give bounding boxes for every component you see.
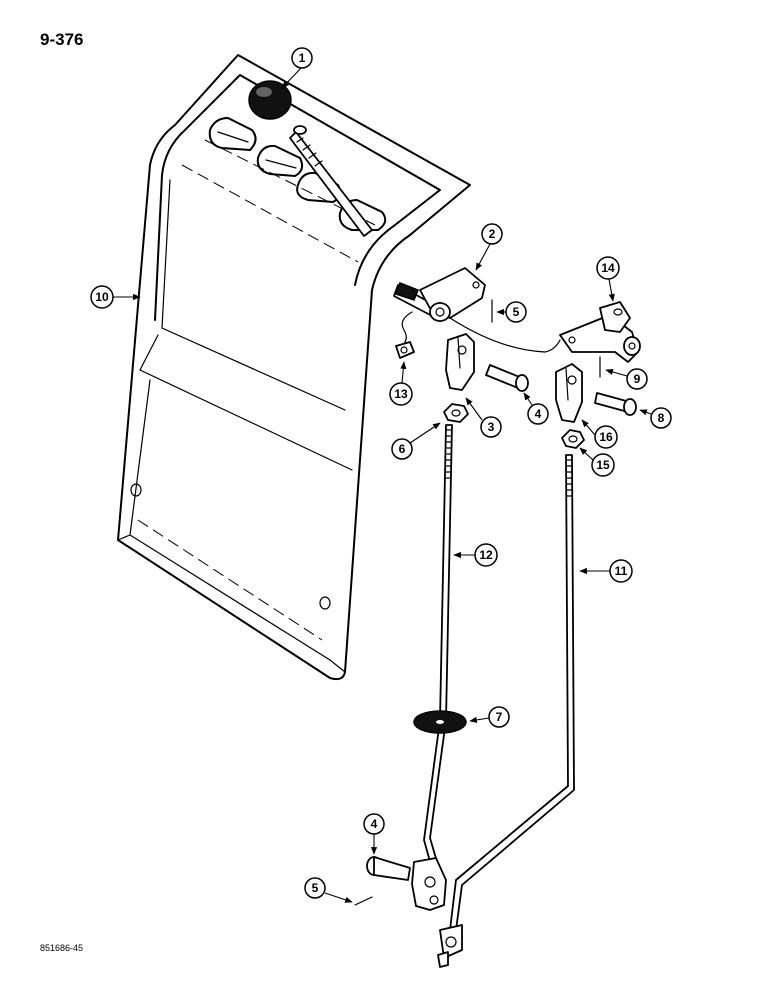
svg-text:5: 5 [513,305,520,319]
callout-8: 8 [639,407,672,429]
bracket-2 [419,267,486,322]
lower-clevis [411,857,447,911]
clevis-3 [445,333,475,391]
callout-11: 11 [579,559,633,583]
svg-text:9: 9 [634,372,641,386]
callout-9: 9 [605,368,648,390]
svg-text:16: 16 [599,430,613,444]
callout-5: 5 [496,301,527,323]
pin-4-lower [366,856,411,881]
svg-text:1: 1 [299,51,306,65]
callout-16: 16 [581,419,618,449]
callout-14: 14 [596,256,620,302]
svg-text:4: 4 [535,407,542,421]
svg-text:12: 12 [479,548,493,562]
callout-4-lower: 4 [363,813,385,855]
callout-15: 15 [579,447,615,477]
nut-15 [561,429,585,449]
callout-13: 13 [389,361,413,406]
clip-13 [395,341,415,359]
clevis-16 [555,363,583,423]
rod-12 [423,424,453,877]
svg-text:8: 8 [658,411,665,425]
svg-text:6: 6 [399,442,406,456]
boot-7 [413,710,467,734]
svg-text:7: 7 [496,710,503,724]
callout-4: 4 [523,392,549,425]
callout-2: 2 [475,223,503,271]
console-cover [117,54,471,681]
document-code: 851686-45 [40,943,84,953]
callout-7: 7 [469,706,510,728]
callout-6: 6 [391,422,441,460]
page-number: 9-376 [40,30,84,49]
callout-10: 10 [90,285,141,309]
cotter-pin-lower [354,896,373,906]
rod-11 [437,454,575,968]
shift-lever [289,125,373,237]
callout-5-lower: 5 [304,877,353,903]
pin-8 [594,392,637,416]
svg-text:13: 13 [394,387,408,401]
svg-text:3: 3 [488,420,495,434]
callout-12: 12 [453,543,498,567]
svg-text:11: 11 [615,564,628,578]
nut-6 [443,403,469,423]
knob [248,80,292,120]
svg-text:2: 2 [489,227,496,241]
svg-text:10: 10 [95,290,109,304]
link-wire [449,317,561,353]
arm-14 [559,301,641,363]
svg-text:4: 4 [371,817,378,831]
svg-text:15: 15 [596,458,610,472]
svg-text:5: 5 [312,881,319,895]
svg-text:14: 14 [601,261,615,275]
pin-4 [485,364,529,392]
callout-1: 1 [281,47,313,89]
callout-3: 3 [465,397,502,438]
